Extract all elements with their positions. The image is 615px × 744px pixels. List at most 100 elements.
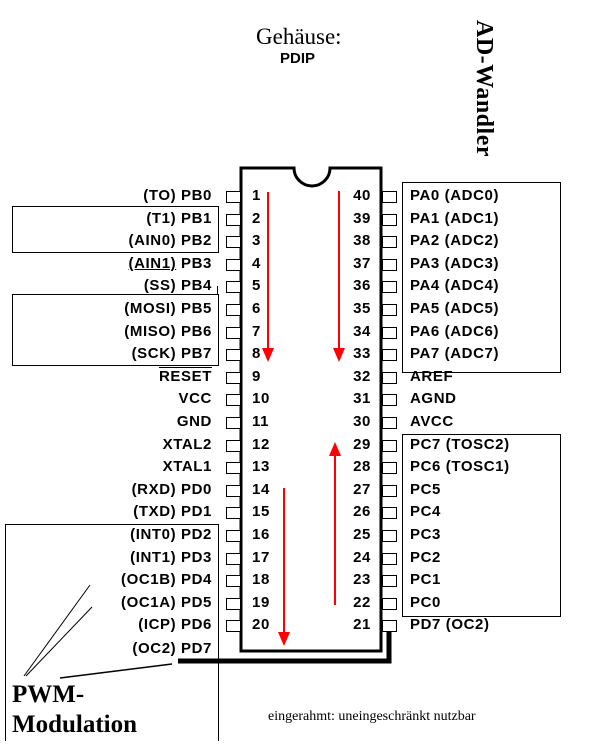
pin-number-37: 37 <box>353 255 371 272</box>
pin-label-11: GND <box>177 413 212 431</box>
pin-name: XTAL2 <box>162 436 212 453</box>
pin-label-32: AREF <box>410 368 454 385</box>
framed-legend-note: eingerahmt: uneingeschränkt nutzbar <box>268 709 476 724</box>
pin-label-14: (RXD) PD0 <box>132 481 212 499</box>
pin-number-33: 33 <box>353 345 371 362</box>
pin-stub-1 <box>226 191 241 203</box>
pin-name: PB7 <box>181 345 212 362</box>
package-title: Gehäuse: <box>256 24 342 49</box>
pin-number-10: 10 <box>252 390 270 407</box>
pin-stub-10 <box>226 394 241 406</box>
pin-name: GND <box>176 413 212 430</box>
pin-stub-12 <box>226 440 241 452</box>
pin-label-8: (SCK) PB7 <box>132 345 212 363</box>
pin-number-7: 7 <box>252 323 261 340</box>
pin-name: RESET <box>158 368 212 385</box>
pin-label-40: PA0 (ADC0) <box>410 187 500 204</box>
pin-stub-32 <box>382 372 397 384</box>
pin-alt-function: (INT0) <box>130 526 177 543</box>
pin-stub-16 <box>226 530 241 542</box>
pin-stub-35 <box>382 304 397 316</box>
pin-name: PB2 <box>181 232 212 249</box>
pin-label-5: (SS) PB4 <box>144 277 212 295</box>
pin-name: XTAL1 <box>162 458 212 475</box>
pin-label-1: (TO) PB0 <box>143 187 212 205</box>
pin-label-4: (AIN1) PB3 <box>128 255 212 273</box>
pin-number-27: 27 <box>353 481 371 498</box>
pin-label-36: PA4 (ADC4) <box>410 277 500 294</box>
pin-number-31: 31 <box>353 390 371 407</box>
pin-alt-function: (OC1A) <box>120 594 177 611</box>
pin-number-22: 22 <box>353 594 371 611</box>
pin-number-19: 19 <box>252 594 270 611</box>
pin-number-18: 18 <box>252 571 270 588</box>
pin-number-3: 3 <box>252 232 261 249</box>
pin-alt-function: (TXD) <box>133 503 177 520</box>
pin-number-13: 13 <box>252 458 270 475</box>
pin-number-26: 26 <box>353 503 371 520</box>
pin-alt-function: (ICP) <box>138 616 177 633</box>
pin-number-24: 24 <box>353 549 371 566</box>
pin-stub-27 <box>382 485 397 497</box>
pin-label-31: AGND <box>410 390 457 407</box>
pin-stub-40 <box>382 191 397 203</box>
pin-stub-19 <box>226 598 241 610</box>
arrow-pins-14-20 <box>278 488 290 646</box>
frame-pb5-pb7 <box>12 294 219 366</box>
pin-stub-39 <box>382 214 397 226</box>
pin-stub-20 <box>226 620 241 632</box>
pin-name: PB3 <box>181 255 212 272</box>
pin-stub-17 <box>226 553 241 565</box>
pin-number-6: 6 <box>252 300 261 317</box>
pin-stub-24 <box>382 553 397 565</box>
pin-stub-29 <box>382 440 397 452</box>
pin-stub-37 <box>382 259 397 271</box>
pin-name: PD5 <box>181 594 212 611</box>
pin-alt-function: (SS) <box>143 277 177 294</box>
pin-number-34: 34 <box>353 323 371 340</box>
pin-stub-5 <box>226 281 241 293</box>
pin-stub-34 <box>382 327 397 339</box>
pin-alt-function: (T1) <box>146 210 177 227</box>
pin-name: PD1 <box>181 503 212 520</box>
pin-number-28: 28 <box>353 458 371 475</box>
pin-stub-11 <box>226 417 241 429</box>
pin-label-35: PA5 (ADC5) <box>410 300 500 317</box>
frame-pb1-pb2 <box>12 206 219 253</box>
pin-number-12: 12 <box>252 436 270 453</box>
pin-alt-function: (INT1) <box>130 549 177 566</box>
pin-alt-function: (SCK) <box>131 345 177 362</box>
pin-stub-4 <box>226 259 241 271</box>
pin-alt-function: (AIN1) <box>128 255 177 272</box>
pin-number-35: 35 <box>353 300 371 317</box>
pin-stub-36 <box>382 281 397 293</box>
frame-pb4-divider <box>217 286 218 295</box>
pin-number-2: 2 <box>252 210 261 227</box>
pin-label-22: PC0 <box>410 594 441 611</box>
pin-stub-28 <box>382 462 397 474</box>
pwm-pointer-oc2 <box>59 663 173 679</box>
pin-label-20: (ICP) PD6 <box>138 616 212 634</box>
pin-alt-function: (OC1B) <box>120 571 177 588</box>
pd7-routing-line <box>178 628 392 664</box>
pin-alt-function: (MOSI) <box>124 300 177 317</box>
pin-number-36: 36 <box>353 277 371 294</box>
pin-label-12: XTAL2 <box>163 436 212 454</box>
pin-label-37: PA3 (ADC3) <box>410 255 500 272</box>
pin-stub-31 <box>382 394 397 406</box>
pin-stub-21 <box>382 620 397 632</box>
pin-label-2: (T1) PB1 <box>146 210 212 228</box>
pin-stub-6 <box>226 304 241 316</box>
pin-number-15: 15 <box>252 503 270 520</box>
pin-label-39: PA1 (ADC1) <box>410 210 500 227</box>
pin-stub-15 <box>226 507 241 519</box>
pin-label-17: (INT1) PD3 <box>130 549 212 567</box>
pin-number-32: 32 <box>353 368 371 385</box>
pin-stub-33 <box>382 349 397 361</box>
pin-number-21: 21 <box>353 616 371 633</box>
pin-number-38: 38 <box>353 232 371 249</box>
pin-label-16: (INT0) PD2 <box>130 526 212 544</box>
pin-label-28: PC6 (TOSC1) <box>410 458 510 475</box>
pin-stub-9 <box>226 372 241 384</box>
